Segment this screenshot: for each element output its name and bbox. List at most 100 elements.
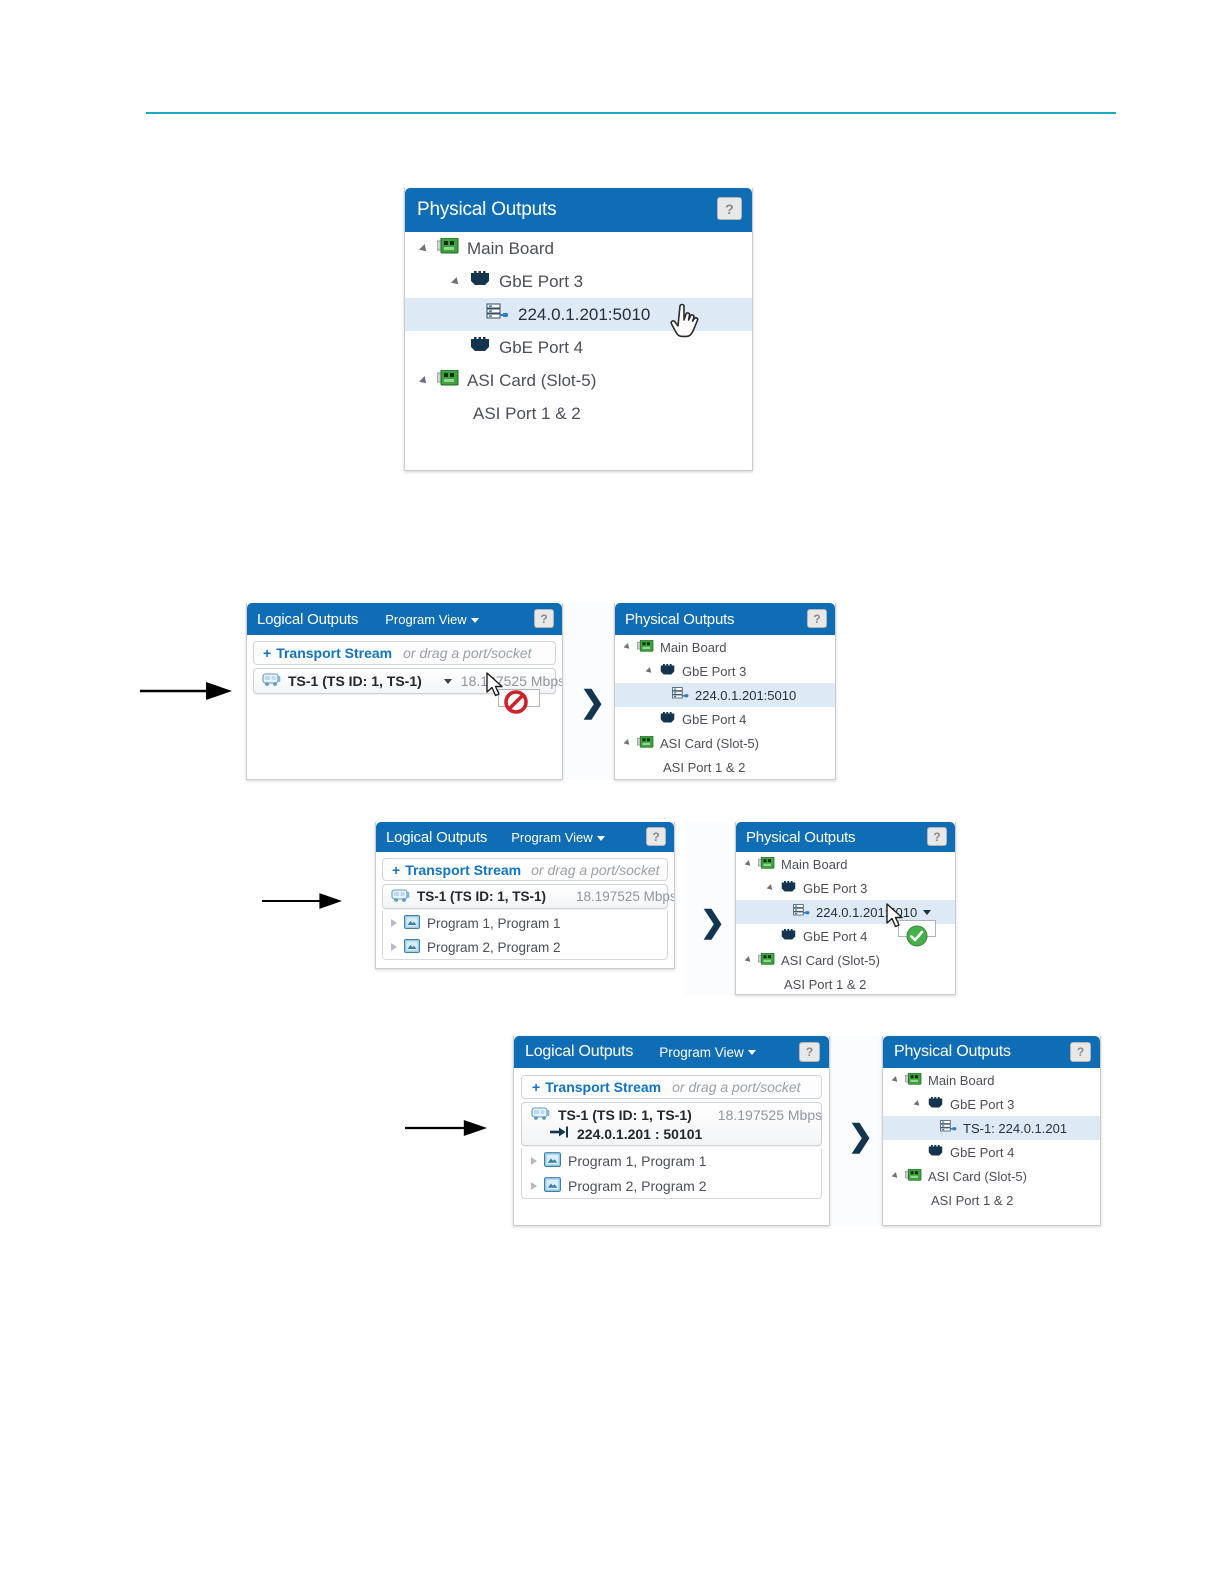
expand-triangle-icon[interactable] bbox=[623, 643, 632, 651]
list-item[interactable]: Program 1, Program 1 bbox=[522, 1148, 821, 1173]
expand-triangle-icon[interactable] bbox=[419, 243, 429, 254]
help-icon[interactable]: ? bbox=[1070, 1042, 1091, 1062]
callout-arrow bbox=[140, 680, 232, 707]
tree-row-main-board[interactable]: Main Board bbox=[883, 1068, 1100, 1092]
expand-triangle-icon[interactable] bbox=[623, 739, 632, 747]
panel-title: Logical Outputs bbox=[386, 828, 488, 846]
panel-body: Main Board GbE Port 3 bbox=[615, 635, 835, 779]
expand-triangle-icon[interactable] bbox=[891, 1076, 900, 1084]
help-icon[interactable]: ? bbox=[646, 827, 666, 846]
tree-row-main-board[interactable]: Main Board bbox=[736, 852, 955, 876]
ethernet-jack-icon bbox=[780, 880, 797, 896]
expand-triangle-icon[interactable] bbox=[531, 1156, 537, 1165]
program-screen-icon bbox=[544, 1151, 561, 1170]
program-view-dropdown[interactable]: Program View bbox=[659, 1045, 756, 1060]
help-icon[interactable]: ? bbox=[927, 827, 947, 846]
panel-title: Physical Outputs bbox=[625, 610, 735, 628]
tree-row-asi-port[interactable]: ASI Port 1 & 2 bbox=[615, 755, 835, 779]
tree-row-gbe-port-3[interactable]: GbE Port 3 bbox=[615, 659, 835, 683]
tree-label: GbE Port 4 bbox=[950, 1144, 1015, 1160]
expand-triangle-icon[interactable] bbox=[451, 276, 461, 287]
tree-row-gbe-port-3[interactable]: GbE Port 3 bbox=[883, 1092, 1100, 1116]
panel-header: Logical Outputs Program View ? bbox=[514, 1036, 829, 1068]
expand-triangle-icon[interactable] bbox=[419, 375, 429, 386]
tree-row-asi-port[interactable]: ASI Port 1 & 2 bbox=[736, 972, 955, 994]
help-icon[interactable]: ? bbox=[807, 609, 827, 628]
expand-triangle-icon[interactable] bbox=[744, 860, 753, 868]
expand-triangle-icon[interactable] bbox=[913, 1100, 922, 1108]
tree-label: 224.0.1.201:5010 bbox=[518, 304, 651, 324]
tree-row-main-board[interactable]: Main Board bbox=[615, 635, 835, 659]
list-item[interactable]: Program 2, Program 2 bbox=[522, 1173, 821, 1198]
expand-triangle-icon[interactable] bbox=[391, 943, 397, 951]
tree-row-asi-port[interactable]: ASI Port 1 & 2 bbox=[883, 1188, 1100, 1212]
tree-row-socket-bound[interactable]: TS-1: 224.0.1.201 bbox=[883, 1116, 1100, 1140]
expand-triangle-icon[interactable] bbox=[766, 884, 775, 892]
expand-triangle-icon[interactable] bbox=[744, 956, 753, 964]
list-item[interactable]: Program 2, Program 2 bbox=[383, 935, 667, 959]
tree-label: GbE Port 3 bbox=[682, 663, 747, 679]
transport-stream-row[interactable]: TS-1 (TS ID: 1, TS-1) 18.197525 Mbps 224… bbox=[521, 1102, 822, 1146]
tree-row-main-board[interactable]: Main Board bbox=[405, 232, 752, 265]
drag-hint-text: or drag a port/socket bbox=[531, 861, 660, 878]
tree-row-asi-port[interactable]: ASI Port 1 & 2 bbox=[405, 397, 752, 430]
tree-row-gbe-port-4[interactable]: GbE Port 4 bbox=[736, 924, 955, 948]
expand-triangle-icon[interactable] bbox=[891, 1172, 900, 1180]
program-view-dropdown[interactable]: Program View bbox=[385, 612, 479, 627]
network-card-icon bbox=[436, 237, 459, 259]
tree-row-asi-card[interactable]: ASI Card (Slot-5) bbox=[615, 731, 835, 755]
help-icon[interactable]: ? bbox=[799, 1042, 820, 1062]
expand-triangle-icon[interactable] bbox=[645, 667, 654, 675]
add-transport-stream-button[interactable]: + Transport Stream or drag a port/socket bbox=[253, 641, 556, 665]
add-transport-stream-button[interactable]: + Transport Stream or drag a port/socket bbox=[382, 858, 668, 881]
tree-row-gbe-port-4[interactable]: GbE Port 4 bbox=[615, 707, 835, 731]
transport-stream-bitrate: 18.197525 Mbps bbox=[460, 673, 563, 689]
panel-body: + Transport Stream or drag a port/socket bbox=[514, 1068, 829, 1225]
program-screen-icon bbox=[404, 938, 420, 956]
tree-row-asi-card[interactable]: ASI Card (Slot-5) bbox=[405, 364, 752, 397]
tree-row-asi-card[interactable]: ASI Card (Slot-5) bbox=[736, 948, 955, 972]
add-transport-stream-label: Transport Stream bbox=[405, 861, 522, 878]
tree-label: ASI Card (Slot-5) bbox=[660, 735, 759, 751]
program-label: Program 1, Program 1 bbox=[568, 1152, 707, 1169]
network-card-icon bbox=[904, 1168, 922, 1184]
program-view-dropdown[interactable]: Program View bbox=[511, 830, 605, 845]
transport-stream-bitrate: 18.197525 Mbps bbox=[576, 889, 675, 904]
panel-title: Logical Outputs bbox=[525, 1043, 634, 1060]
transport-stream-row[interactable]: TS-1 (TS ID: 1, TS-1) 18.197525 Mbps bbox=[382, 884, 674, 909]
list-item[interactable]: Program 1, Program 1 bbox=[383, 911, 667, 935]
plus-icon: + bbox=[392, 861, 401, 878]
help-icon[interactable]: ? bbox=[534, 609, 554, 628]
tree-label: Main Board bbox=[928, 1072, 995, 1088]
socket-stack-icon bbox=[671, 686, 689, 704]
chevron-down-icon[interactable] bbox=[923, 909, 932, 915]
arrow-cursor bbox=[886, 903, 906, 935]
chevron-down-icon[interactable] bbox=[443, 678, 452, 684]
help-icon[interactable]: ? bbox=[717, 197, 742, 220]
header-rule bbox=[146, 112, 1116, 114]
socket-stack-icon bbox=[939, 1119, 957, 1137]
tree-row-socket[interactable]: 224.0.1.201:5010 bbox=[615, 683, 835, 707]
transport-stream-destination-row[interactable]: 224.0.1.201 : 50101 bbox=[549, 1125, 812, 1142]
add-transport-stream-label: Transport Stream bbox=[545, 1079, 662, 1095]
drag-hint-text: or drag a port/socket bbox=[403, 645, 532, 661]
tree-label: GbE Port 4 bbox=[499, 337, 584, 357]
tree-label: Main Board bbox=[781, 856, 848, 872]
program-label: Program 1, Program 1 bbox=[427, 915, 561, 931]
tree-row-asi-card[interactable]: ASI Card (Slot-5) bbox=[883, 1164, 1100, 1188]
tree-row-gbe-port-4[interactable]: GbE Port 4 bbox=[883, 1140, 1100, 1164]
tree-row-gbe-port-3[interactable]: GbE Port 3 bbox=[736, 876, 955, 900]
tree-row-gbe-port-4[interactable]: GbE Port 4 bbox=[405, 331, 752, 364]
expand-triangle-icon[interactable] bbox=[391, 919, 397, 927]
program-screen-icon bbox=[404, 914, 420, 932]
program-view-label: Program View bbox=[659, 1044, 744, 1060]
tree-row-gbe-port-3[interactable]: GbE Port 3 bbox=[405, 265, 752, 298]
panel-body: Main Board GbE Port 3 bbox=[883, 1068, 1100, 1225]
transport-stream-bitrate: 18.197525 Mbps bbox=[717, 1107, 823, 1123]
no-drop-badge-icon bbox=[504, 690, 528, 719]
program-list: Program 1, Program 1 Program 2, Program … bbox=[382, 911, 668, 960]
add-transport-stream-button[interactable]: + Transport Stream or drag a port/socket bbox=[521, 1075, 822, 1099]
expand-triangle-icon[interactable] bbox=[531, 1181, 537, 1190]
arrow-cursor bbox=[486, 672, 506, 704]
program-label: Program 2, Program 2 bbox=[427, 939, 561, 955]
